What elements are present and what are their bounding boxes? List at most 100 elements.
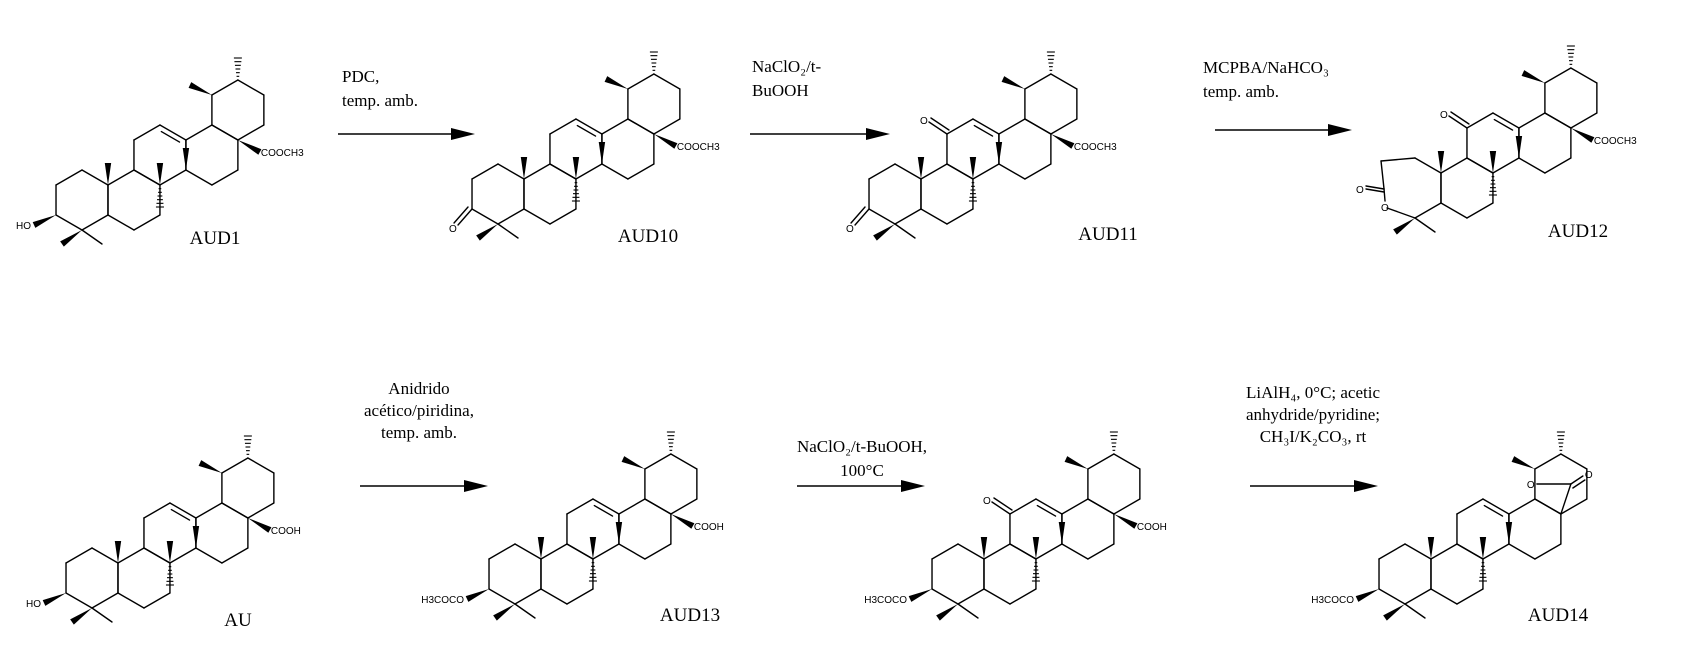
bond: [592, 498, 620, 515]
hashed-bond: [1566, 45, 1575, 65]
bond: [1534, 498, 1562, 515]
condition-text: LiAlH₄, 0°C; acetic: [1246, 383, 1381, 402]
bond: [1508, 498, 1536, 515]
hashed-bond: [588, 562, 597, 582]
wedge-bond: [572, 157, 580, 179]
bond: [237, 124, 265, 141]
bond: [117, 592, 145, 609]
bond: [211, 169, 239, 186]
bond: [1383, 188, 1386, 202]
hashed-bond: [1109, 431, 1118, 451]
hashed-bond: [243, 435, 252, 455]
bond: [1466, 202, 1494, 219]
bond: [514, 543, 542, 560]
bond: [497, 208, 525, 225]
bond: [670, 453, 698, 470]
bond: [1404, 588, 1432, 605]
wedge-bond: [237, 140, 262, 155]
wedge-bond: [32, 215, 57, 228]
wedge-bond: [1521, 70, 1545, 83]
wedge-bond: [198, 460, 222, 473]
bond: [1560, 453, 1588, 470]
condition-text: 100°C: [840, 461, 884, 480]
carboxylic-acid-group: COOH: [1137, 522, 1167, 533]
bond: [618, 498, 646, 515]
wedge-bond: [1437, 151, 1445, 173]
bond: [1482, 543, 1510, 560]
methyl-bond: [894, 223, 916, 239]
bond: [972, 118, 1000, 135]
bond: [159, 169, 187, 186]
bond: [644, 453, 672, 470]
condition-text: CH₃I/K₂CO₃, rt: [1260, 427, 1367, 446]
bond: [143, 502, 171, 519]
wedge-bond: [604, 76, 628, 89]
double-bond: [973, 124, 994, 137]
bond: [143, 547, 171, 564]
hashed-bond: [1046, 51, 1055, 71]
wedge-bond: [936, 604, 958, 621]
wedge-bond: [537, 537, 545, 559]
bond: [931, 588, 959, 605]
bond: [957, 543, 985, 560]
bond: [65, 547, 93, 564]
wedge-bond: [192, 526, 200, 548]
bond: [195, 547, 223, 564]
bond: [894, 163, 922, 180]
bond: [65, 592, 93, 609]
hashed-bond: [155, 188, 164, 208]
wedge-bond: [621, 456, 645, 469]
bond: [998, 163, 1026, 180]
bond: [653, 73, 681, 90]
wedge-bond: [1355, 589, 1380, 602]
bond: [540, 588, 568, 605]
bond: [1024, 73, 1052, 90]
methyl-bond: [957, 603, 979, 619]
ketone-oxygen-c3: O: [846, 224, 854, 235]
bond: [1365, 185, 1385, 190]
bond: [1430, 588, 1458, 605]
wedge-bond: [1570, 128, 1595, 143]
compound-label-aud13: AUD13: [660, 605, 720, 626]
ketone-oxygen-c11: O: [983, 496, 991, 507]
bond: [601, 118, 629, 135]
compound-label-aud10: AUD10: [618, 226, 678, 247]
bond: [1035, 543, 1063, 560]
methyl-ester-group: COOCH3: [261, 148, 304, 159]
hashed-bond: [571, 182, 580, 202]
compound-label-aud12: AUD12: [1548, 221, 1608, 242]
bond: [1378, 588, 1406, 605]
wedge-bond: [104, 163, 112, 185]
double-bond: [1493, 118, 1514, 131]
bond: [1570, 475, 1584, 485]
bond: [1414, 157, 1442, 174]
bond: [237, 79, 265, 96]
bond: [1518, 112, 1546, 129]
lactone-bridge-oxygen: O: [1527, 480, 1535, 491]
lactone-ring-oxygen: O: [1381, 203, 1389, 214]
wedge-bond: [980, 537, 988, 559]
bond: [575, 118, 603, 135]
methyl-bond: [497, 223, 519, 239]
bond: [1518, 157, 1546, 174]
lactone-carbonyl-oxygen: O: [1585, 470, 1593, 481]
bond: [920, 208, 948, 225]
hashed-bond: [1031, 562, 1040, 582]
wedge-bond: [247, 518, 272, 533]
bond: [1544, 157, 1572, 174]
compound-label-au: AU: [224, 610, 252, 631]
arrow-layer: PDC,temp. amb.NaClO₂/t-BuOOHMCPBA/NaHCO₃…: [338, 57, 1380, 492]
arrow-lialh4: LiAlH₄, 0°C; aceticanhydride/pyridine;CH…: [1246, 383, 1381, 492]
bond: [247, 457, 275, 474]
bond: [930, 117, 950, 131]
bond: [117, 547, 145, 564]
label-layer: AUD1 AUD10 AUD11 AUD12 AU AUD13 AUD14: [190, 221, 1608, 631]
wedge-bond: [1050, 134, 1075, 149]
wedge-bond: [1393, 218, 1415, 235]
wedge-bond: [1064, 456, 1088, 469]
acetate-group: H3COCO: [421, 595, 464, 606]
bond: [991, 501, 1011, 515]
